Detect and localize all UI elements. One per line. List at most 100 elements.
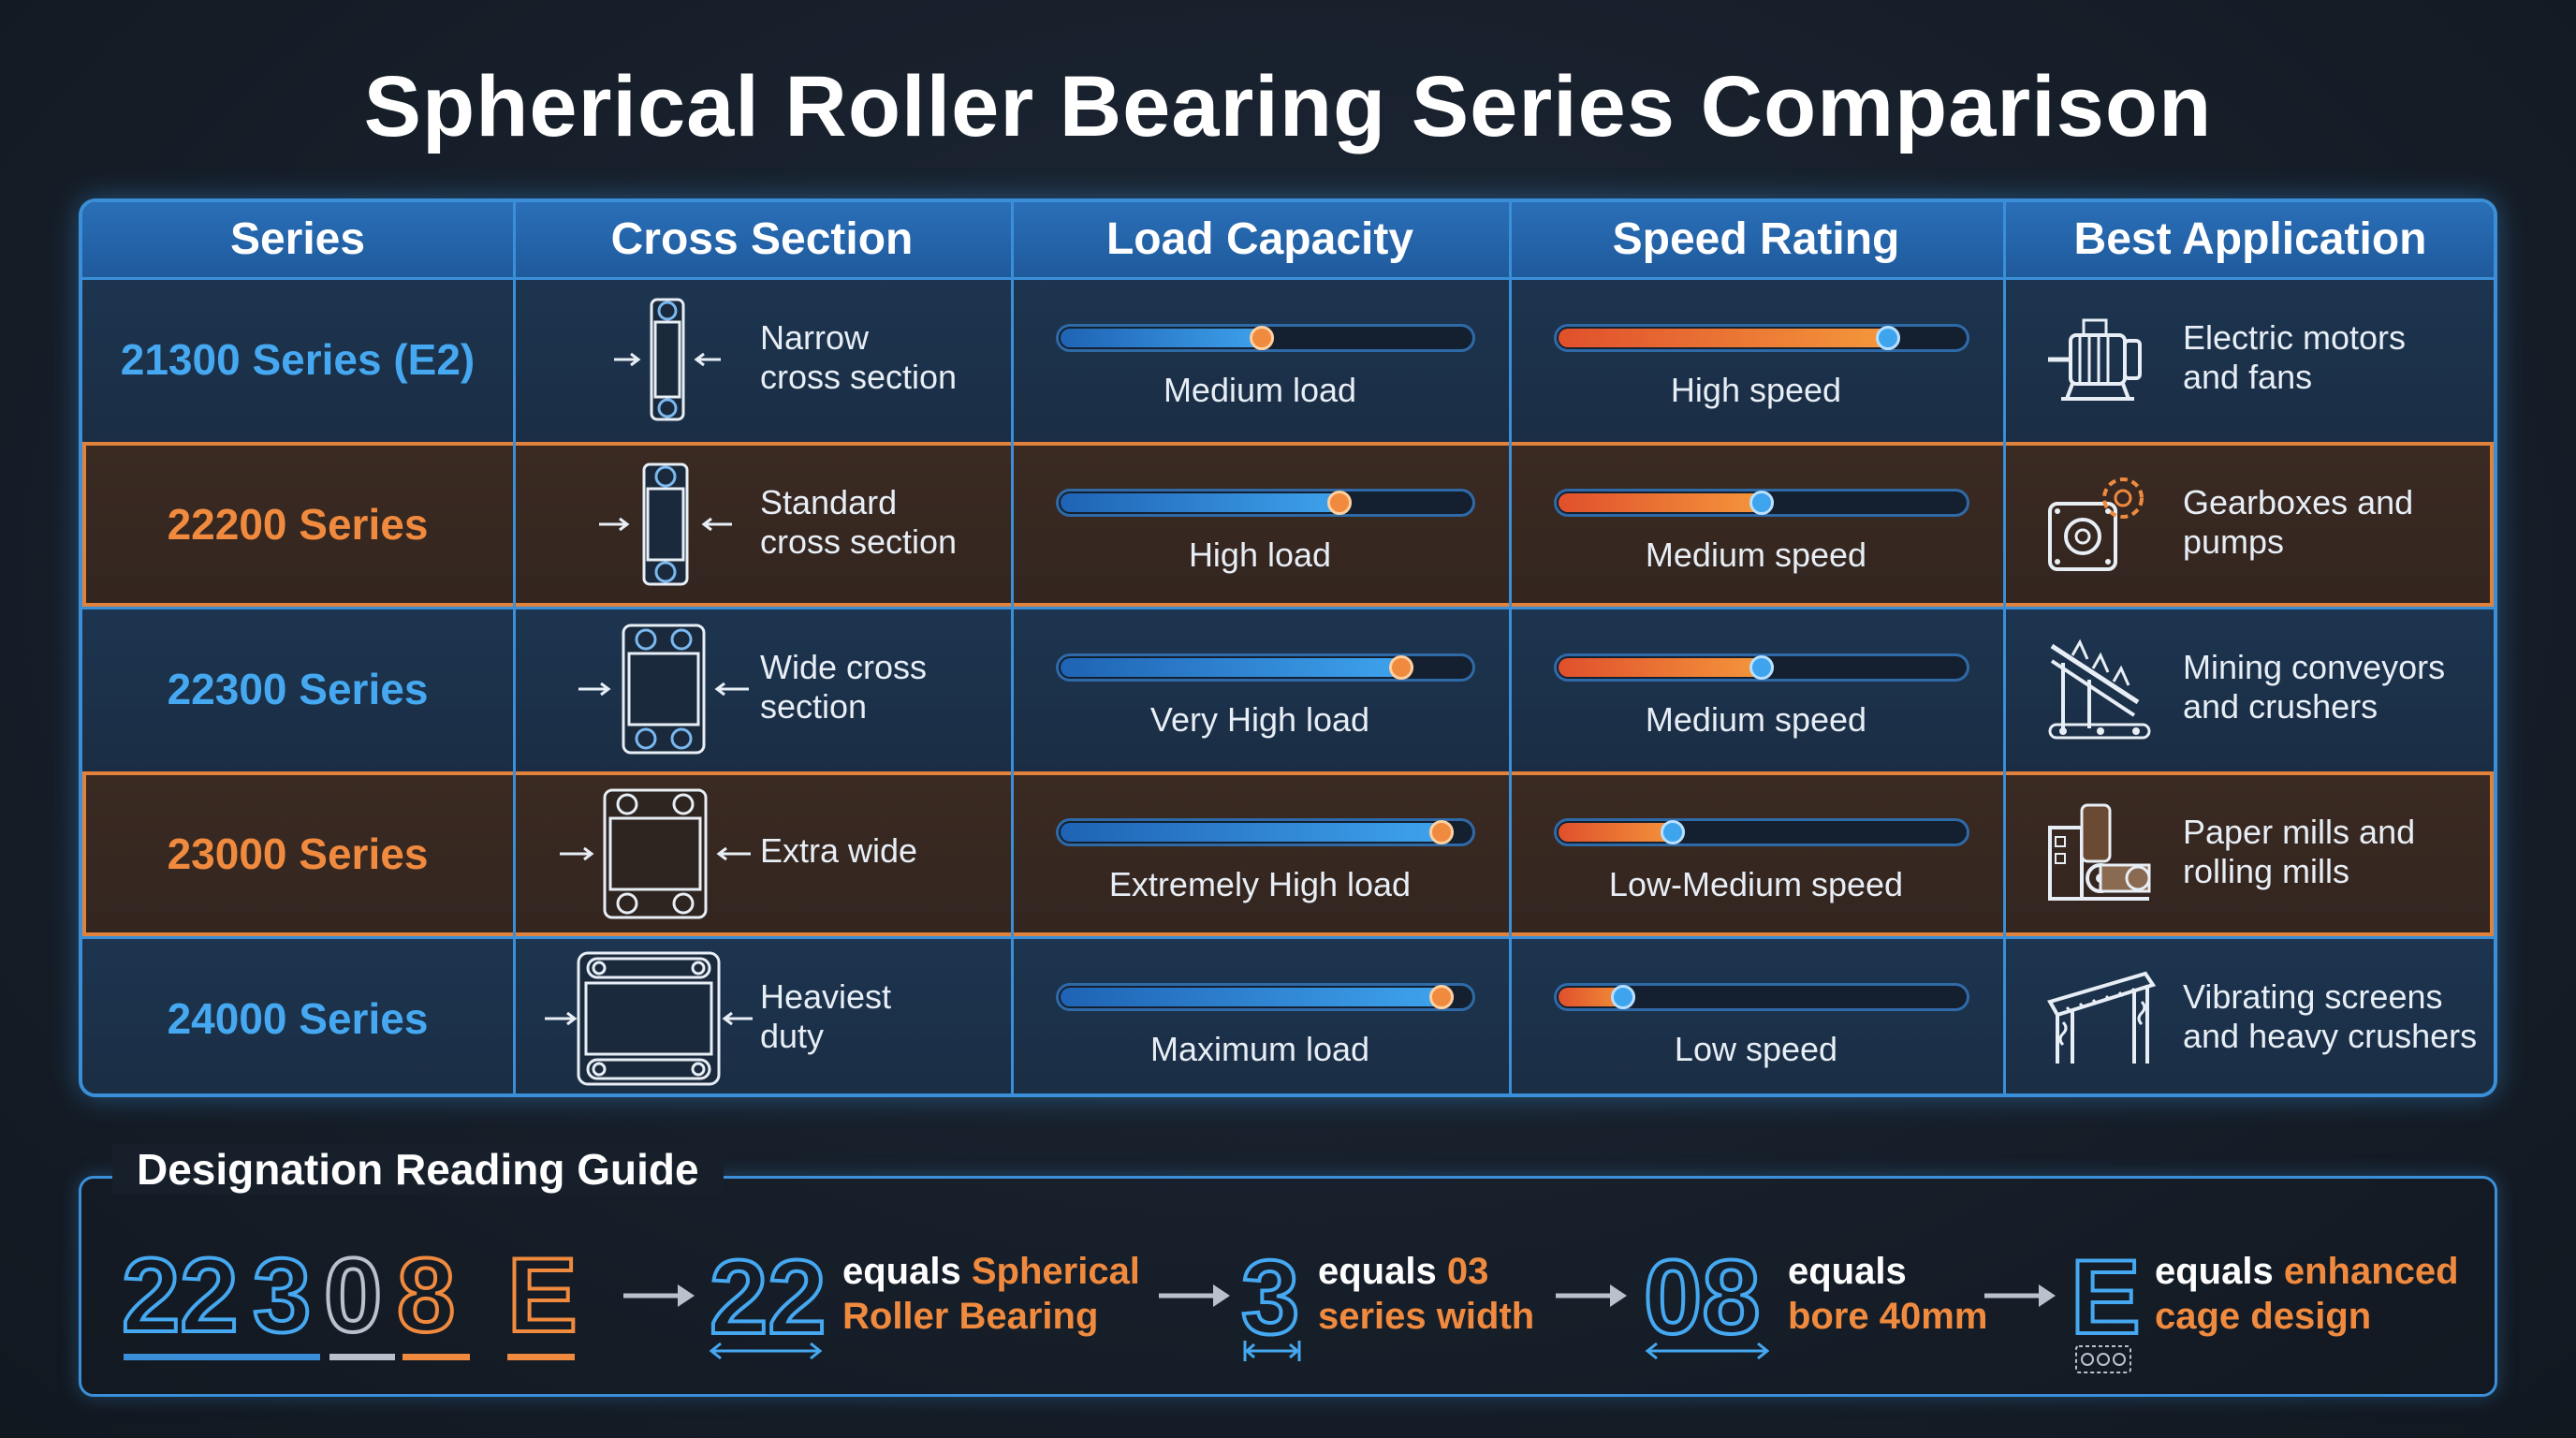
heaviest-duty-cross-section-icon (545, 951, 753, 1086)
load-bar (1056, 653, 1475, 682)
load-label: Extremely High load (1108, 865, 1412, 903)
series-name: 22300 Series (167, 665, 429, 713)
speed-label: Medium speed (1645, 536, 1867, 574)
speed-knob (1611, 985, 1635, 1009)
load-bar-fill (1061, 655, 1413, 680)
arrow-icon (1556, 1284, 1627, 1307)
series-name: 23000 Series (167, 829, 429, 878)
guide-code-3: 3 (1239, 1239, 1301, 1356)
vibrating-screen-icon (2047, 971, 2157, 1064)
width-indicator-icon (709, 1342, 823, 1360)
speed-bar (1554, 983, 1969, 1011)
guide-code-e: E (2069, 1239, 2143, 1356)
load-knob (1250, 326, 1274, 350)
table-row: 23000 Series Extra wide Extremely High l… (82, 771, 2494, 936)
series-name: 22200 Series (167, 500, 429, 549)
standard-cross-section-icon (599, 462, 732, 586)
load-bar (1056, 489, 1475, 517)
speed-bar-fill (1559, 326, 1900, 350)
header-series: Series (229, 214, 366, 264)
table-header: Series Cross Section Load Capacity Speed… (82, 202, 2494, 277)
speed-bar-fill (1559, 491, 1774, 515)
speed-knob (1749, 491, 1774, 515)
designation-part-e: E (505, 1237, 579, 1354)
width-indicator-icon (1645, 1342, 1770, 1360)
load-bar-fill (1061, 820, 1454, 844)
speed-bar-fill (1559, 655, 1774, 680)
arrow-icon (1159, 1284, 1230, 1307)
header-best-application: Best Application (2073, 214, 2427, 264)
load-bar (1056, 818, 1475, 846)
load-bar (1056, 324, 1475, 352)
speed-bar (1554, 324, 1969, 352)
load-bar (1056, 983, 1475, 1011)
load-knob (1429, 985, 1454, 1009)
speed-label: Low-Medium speed (1608, 865, 1904, 903)
load-knob (1389, 655, 1413, 680)
designation-part-8: 8 (395, 1237, 457, 1354)
arrow-icon (623, 1284, 695, 1307)
speed-label: High speed (1670, 371, 1842, 409)
guide-code-22: 22 (708, 1239, 828, 1356)
page-title: Spherical Roller Bearing Series Comparis… (363, 59, 2213, 154)
speed-bar (1554, 818, 1969, 846)
series-name: 21300 Series (E2) (120, 335, 476, 384)
speed-label: Medium speed (1645, 700, 1867, 739)
header-cross-section: Cross Section (610, 214, 914, 264)
gearbox-icon (2048, 477, 2144, 571)
speed-bar-fill (1559, 820, 1685, 844)
load-bar-fill (1061, 326, 1274, 350)
load-label: Maximum load (1149, 1030, 1370, 1068)
narrow-cross-section-icon (614, 298, 721, 421)
speed-bar-fill (1559, 985, 1635, 1009)
load-bar-fill (1061, 491, 1352, 515)
speed-knob (1876, 326, 1900, 350)
arrow-icon (1984, 1284, 2056, 1307)
speed-bar (1554, 489, 1969, 517)
width-indicator-icon (1243, 1341, 1301, 1361)
speed-knob (1749, 655, 1774, 680)
speed-knob (1661, 820, 1685, 844)
load-label: Very High load (1149, 700, 1370, 739)
designation-part-0: 0 (322, 1237, 384, 1354)
guide-code-08: 08 (1642, 1239, 1763, 1356)
motor-icon (2048, 318, 2142, 401)
load-label: Medium load (1163, 371, 1357, 409)
designation-part-3: 3 (251, 1237, 313, 1354)
header-speed-rating: Speed Rating (1612, 214, 1900, 264)
cage-icon (2075, 1345, 2131, 1373)
load-label: High load (1188, 536, 1332, 574)
conveyor-icon (2048, 638, 2151, 740)
header-load-capacity: Load Capacity (1105, 214, 1414, 264)
extra-wide-cross-section-icon (560, 788, 751, 919)
wide-cross-section-icon (578, 624, 749, 755)
cross-section-label: Extra wide (760, 831, 918, 870)
speed-bar (1554, 653, 1969, 682)
guide-title: Designation Reading Guide (112, 1144, 724, 1195)
load-knob (1429, 820, 1454, 844)
speed-label: Low speed (1674, 1030, 1838, 1068)
load-knob (1327, 491, 1352, 515)
series-name: 24000 Series (167, 994, 429, 1043)
designation-part-22: 22 (120, 1237, 241, 1354)
paper-mill-icon (2048, 803, 2151, 901)
designation-guide (79, 1176, 2497, 1397)
load-bar-fill (1061, 985, 1454, 1009)
